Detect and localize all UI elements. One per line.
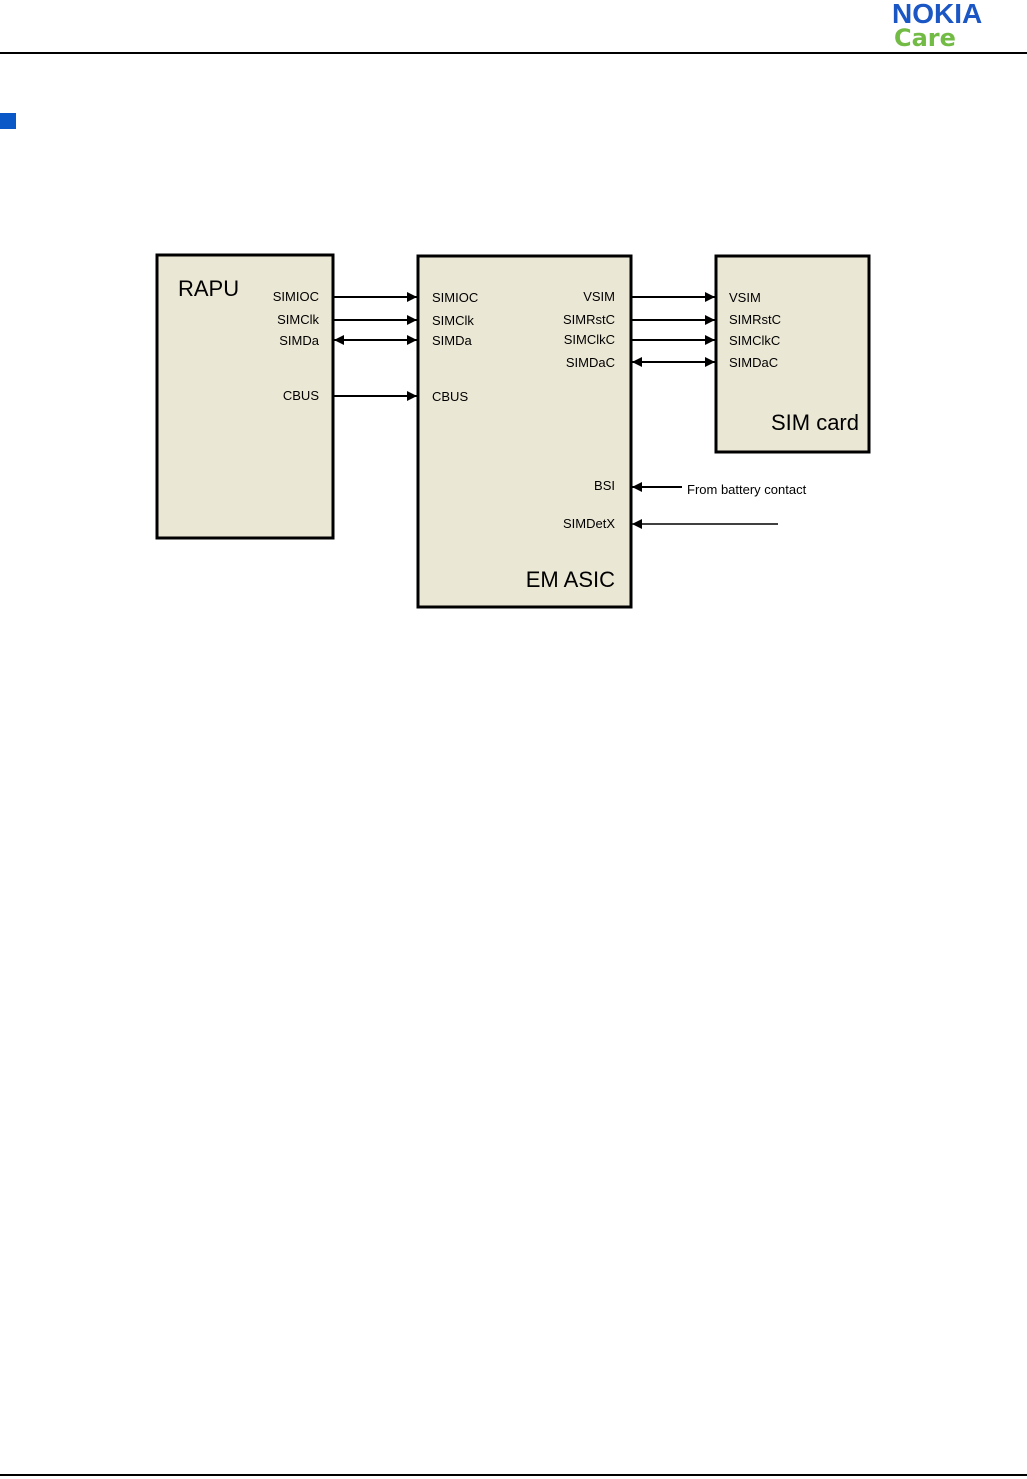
asic-pin-vsim: VSIM [583, 289, 615, 304]
section-bullet-icon [0, 113, 16, 129]
nokia-care-logo: NOKIA Care [892, 0, 1027, 52]
asic-pin-simda: SIMDa [432, 333, 473, 348]
nokia-wordmark: NOKIA [892, 0, 983, 29]
asic-pin-simclk: SIMClk [432, 313, 474, 328]
asic-pin-simdac: SIMDaC [566, 355, 615, 370]
sim-pin-vsim: VSIM [729, 290, 761, 305]
sim-pin-simdac: SIMDaC [729, 355, 778, 370]
sim-pin-simrstc: SIMRstC [729, 312, 781, 327]
asic-pin-bsi: BSI [594, 478, 615, 493]
rapu-pin-simda: SIMDa [279, 333, 320, 348]
battery-contact-label: From battery contact [687, 482, 807, 497]
sim-card-block [714, 254, 871, 454]
sim-card-title: SIM card [771, 410, 859, 435]
sim-pin-simclkc: SIMClkC [729, 333, 780, 348]
em-asic-block [416, 254, 633, 609]
header-rule [0, 52, 1027, 54]
asic-pin-simdetx: SIMDetX [563, 516, 615, 531]
footer-rule [0, 1474, 1027, 1476]
asic-pin-simclkc: SIMClkC [564, 332, 615, 347]
rapu-pin-simioc: SIMIOC [273, 289, 319, 304]
care-wordmark: Care [894, 24, 956, 52]
asic-pin-cbus: CBUS [432, 389, 468, 404]
rapu-pin-simclk: SIMClk [277, 312, 319, 327]
rapu-pin-cbus: CBUS [283, 388, 319, 403]
asic-pin-simioc: SIMIOC [432, 290, 478, 305]
rapu-block [155, 253, 335, 540]
rapu-title: RAPU [178, 276, 239, 301]
em-asic-title: EM ASIC [526, 567, 615, 592]
asic-pin-simrstc: SIMRstC [563, 312, 615, 327]
